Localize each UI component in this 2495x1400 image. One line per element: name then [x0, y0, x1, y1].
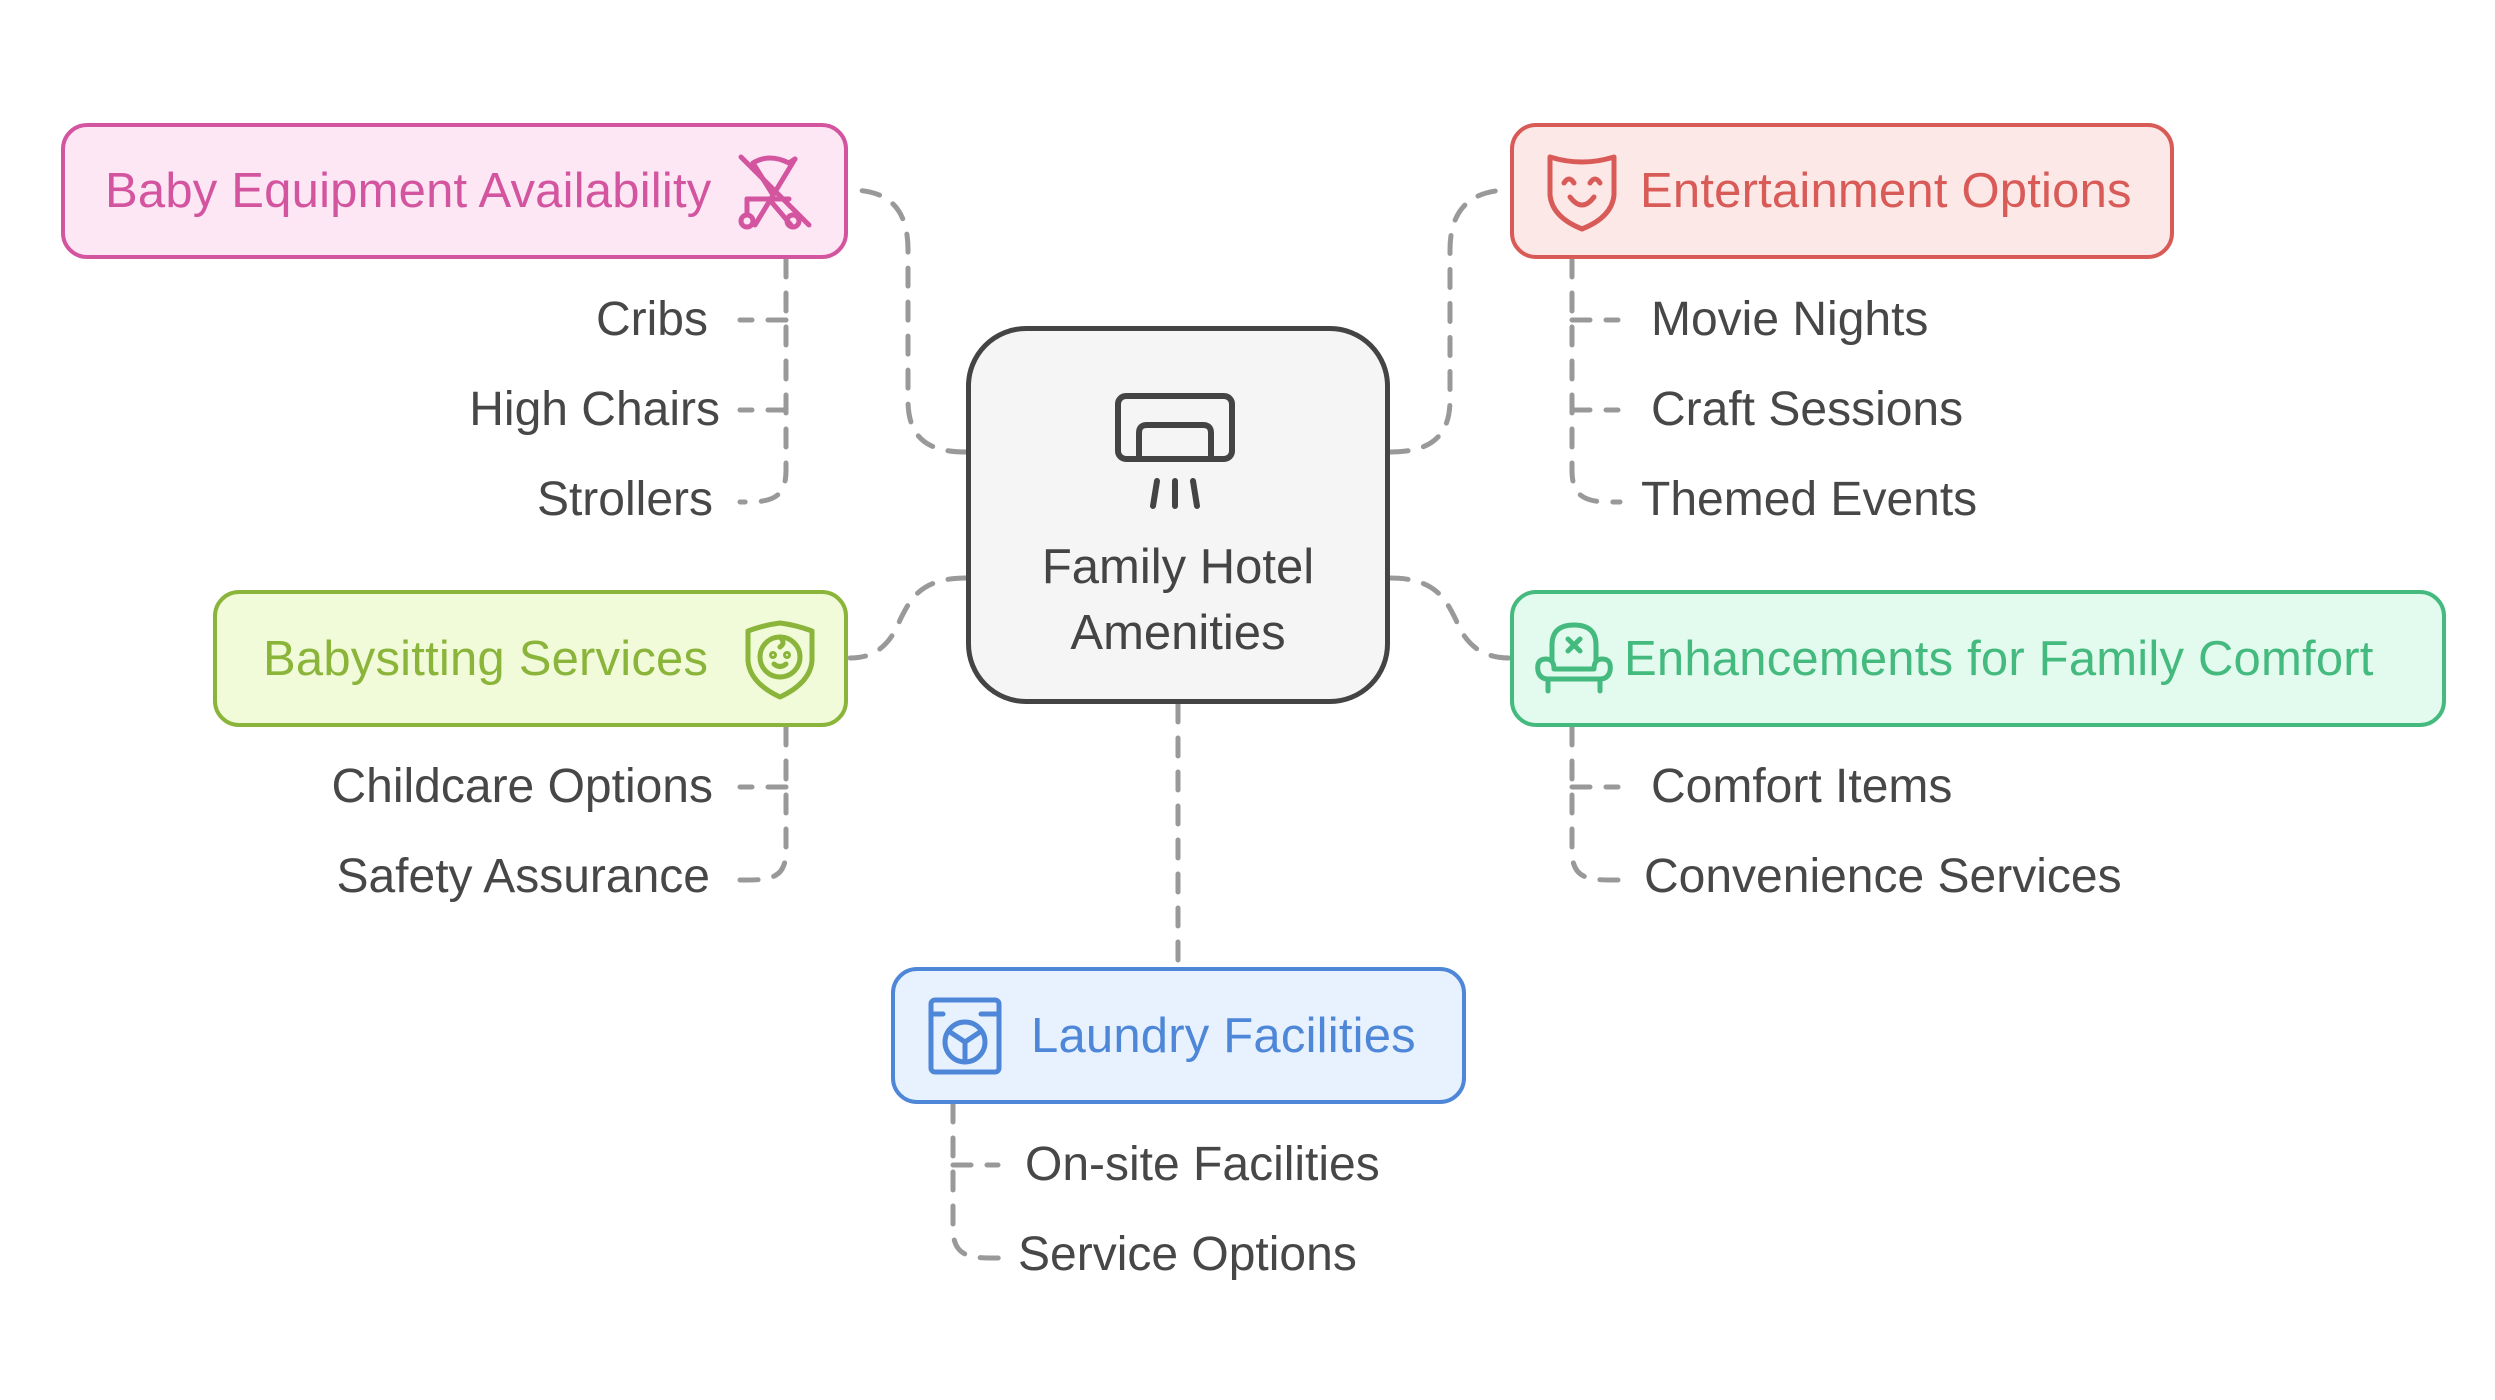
sub-item-safety-assurance: Safety Assurance	[336, 850, 710, 903]
sub-item-craft-sessions: Craft Sessions	[1651, 383, 1964, 436]
sub-item-service-options: Service Options	[1018, 1228, 1357, 1281]
armchair-icon	[1535, 622, 1613, 693]
stroller-off-icon	[738, 154, 812, 230]
washing-machine-icon	[928, 997, 1002, 1074]
shield-baby-icon	[745, 620, 815, 699]
connector-babysitting-trunk	[737, 724, 789, 883]
theater-mask-icon	[1547, 154, 1617, 232]
sub-item-childcare-options: Childcare Options	[331, 760, 713, 813]
sub-item-convenience-services: Convenience Services	[1644, 850, 2122, 903]
connector-center-family-comfort	[1387, 575, 1513, 661]
sub-item-themed-events: Themed Events	[1641, 473, 1978, 526]
hand-dryer-icon	[1115, 393, 1235, 509]
branch-family-comfort[interactable]: Enhancements for Family Comfort	[1510, 590, 2446, 727]
sub-item-cribs: Cribs	[595, 293, 708, 346]
sub-item-comfort-items: Comfort Items	[1651, 760, 1953, 813]
branch-title: Entertainment Options	[1640, 164, 2132, 218]
connector-family-comfort-trunk	[1569, 724, 1623, 883]
branch-entertainment[interactable]: Entertainment Options	[1510, 123, 2174, 259]
center-title-line1: Family Hotel	[1041, 540, 1315, 594]
branch-title: Enhancements for Family Comfort	[1624, 631, 2374, 686]
branch-laundry[interactable]: Laundry Facilities	[891, 967, 1466, 1104]
center-title-line2: Amenities	[1070, 606, 1286, 660]
connector-laundry-trunk	[950, 1101, 1003, 1261]
connector-entertainment-trunk	[1569, 256, 1623, 505]
branch-title: Laundry Facilities	[1031, 1008, 1416, 1063]
sub-item-strollers: Strollers	[536, 473, 713, 526]
branch-title: Babysitting Services	[263, 631, 709, 686]
connector-center-babysitting	[847, 575, 969, 661]
sub-item-on-site-facilities: On-site Facilities	[1025, 1138, 1380, 1191]
branch-babysitting[interactable]: Babysitting Services	[213, 590, 848, 727]
connector-center-baby-equipment	[847, 187, 969, 455]
branch-title: Baby Equipment Availability	[105, 164, 712, 218]
sub-item-movie-nights: Movie Nights	[1651, 293, 1929, 346]
branch-baby-equipment[interactable]: Baby Equipment Availability	[61, 123, 848, 259]
sub-item-high-chairs: High Chairs	[469, 383, 720, 436]
center-node[interactable]: Family Hotel Amenities	[966, 326, 1390, 704]
connector-baby-equipment-trunk	[737, 256, 789, 505]
connector-center-entertainment	[1387, 187, 1513, 455]
